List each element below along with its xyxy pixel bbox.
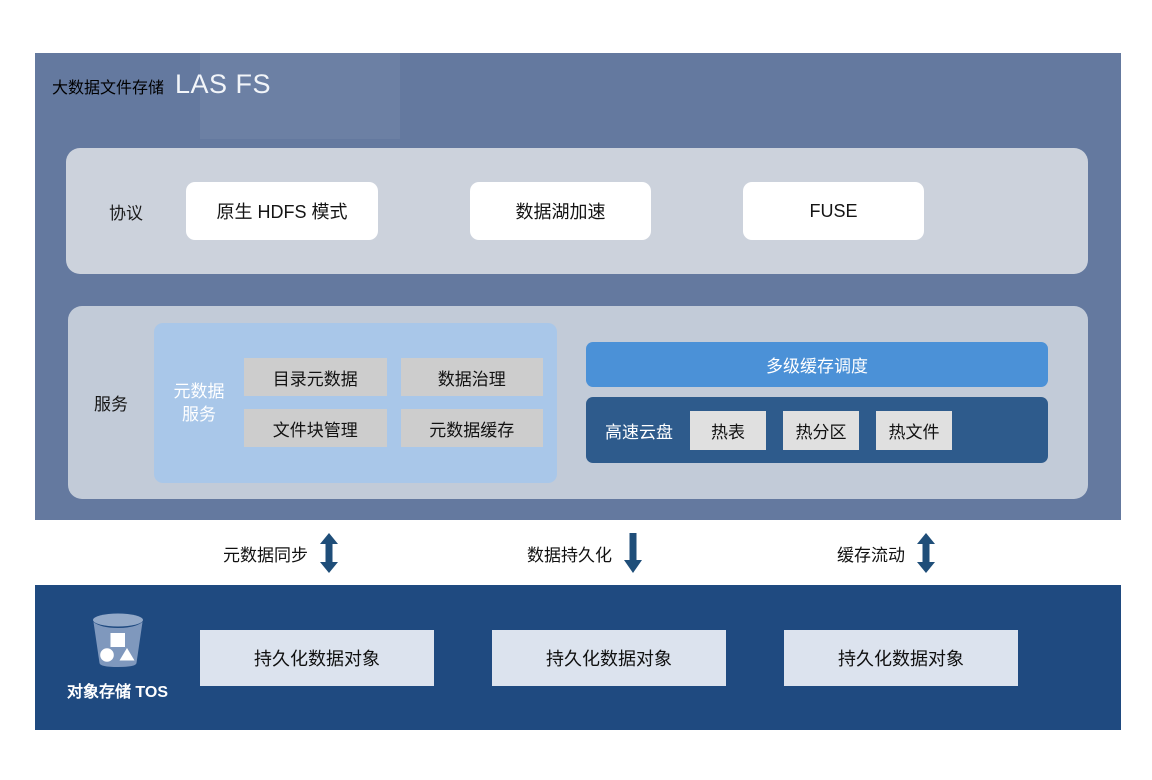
page-title: 大数据文件存储 LAS FS [52,69,271,100]
metadata-service-boxes: 目录元数据 数据治理 文件块管理 元数据缓存 [244,358,557,447]
hot-item-table[interactable]: 热表 [690,410,766,450]
metadata-box-directory[interactable]: 目录元数据 [244,358,387,396]
hot-item-partition[interactable]: 热分区 [783,410,859,450]
metadata-service-title-line2: 服务 [182,404,216,424]
protocol-item-datalake-accel[interactable]: 数据湖加速 [470,182,651,240]
metadata-box-metadata-cache[interactable]: 元数据缓存 [400,409,543,447]
metadata-box-governance[interactable]: 数据治理 [400,358,543,396]
protocol-item-fuse[interactable]: FUSE [743,182,924,240]
title-highlight-block [200,53,400,139]
tos-layer: 对象存储 TOS 持久化数据对象 持久化数据对象 持久化数据对象 [35,585,1121,730]
metadata-service-title-line1: 元数据 [173,381,225,401]
flow-metadata-sync-label: 元数据同步 [223,545,308,565]
service-layer-label: 服务 [94,395,128,414]
bucket-icon [87,611,149,674]
flow-data-persistence-label: 数据持久化 [527,545,612,565]
flow-cache-movement-label: 缓存流动 [837,545,905,565]
protocol-item-hdfs[interactable]: 原生 HDFS 模式 [186,182,378,240]
hot-item-file[interactable]: 热文件 [876,410,952,450]
flow-metadata-sync: 元数据同步 [223,533,339,573]
service-layer: 服务 元数据 服务 目录元数据 数据治理 文件块管理 元数据缓存 多级缓存调度 … [68,306,1088,499]
persistent-object-2[interactable]: 持久化数据对象 [492,629,726,686]
cache-column: 多级缓存调度 高速云盘 热表 热分区 热文件 [586,342,1048,463]
double-arrow-vertical-icon [319,533,339,573]
metadata-box-block-management[interactable]: 文件块管理 [244,409,387,447]
double-arrow-vertical-icon [916,533,936,573]
flow-data-persistence: 数据持久化 [527,533,643,573]
arrow-down-icon [623,533,643,573]
persistent-object-3[interactable]: 持久化数据对象 [784,629,1018,686]
cache-scheduler-panel[interactable]: 多级缓存调度 [586,342,1048,387]
protocol-layer: 协议 原生 HDFS 模式 数据湖加速 FUSE [66,148,1088,274]
metadata-service-panel: 元数据 服务 目录元数据 数据治理 文件块管理 元数据缓存 [154,322,557,483]
protocol-layer-label: 协议 [109,203,143,223]
las-fs-panel: 大数据文件存储 LAS FS 协议 原生 HDFS 模式 数据湖加速 FUSE … [35,53,1121,520]
flow-cache-movement: 缓存流动 [837,533,936,573]
tos-brand: 对象存储 TOS [35,611,200,702]
persistent-object-1[interactable]: 持久化数据对象 [200,629,434,686]
protocol-items: 原生 HDFS 模式 数据湖加速 FUSE [186,182,1088,240]
title-chinese: 大数据文件存储 [52,80,165,97]
tos-object-list: 持久化数据对象 持久化数据对象 持久化数据对象 [200,629,1121,686]
metadata-service-title: 元数据 服务 [154,380,244,426]
high-speed-disk-label: 高速云盘 [605,422,673,442]
title-english: LAS FS [175,69,272,99]
tos-label: 对象存储 TOS [66,684,169,701]
high-speed-disk-panel: 高速云盘 热表 热分区 热文件 [586,397,1048,463]
flow-connectors-row: 元数据同步 数据持久化 缓存流动 [35,520,1121,585]
